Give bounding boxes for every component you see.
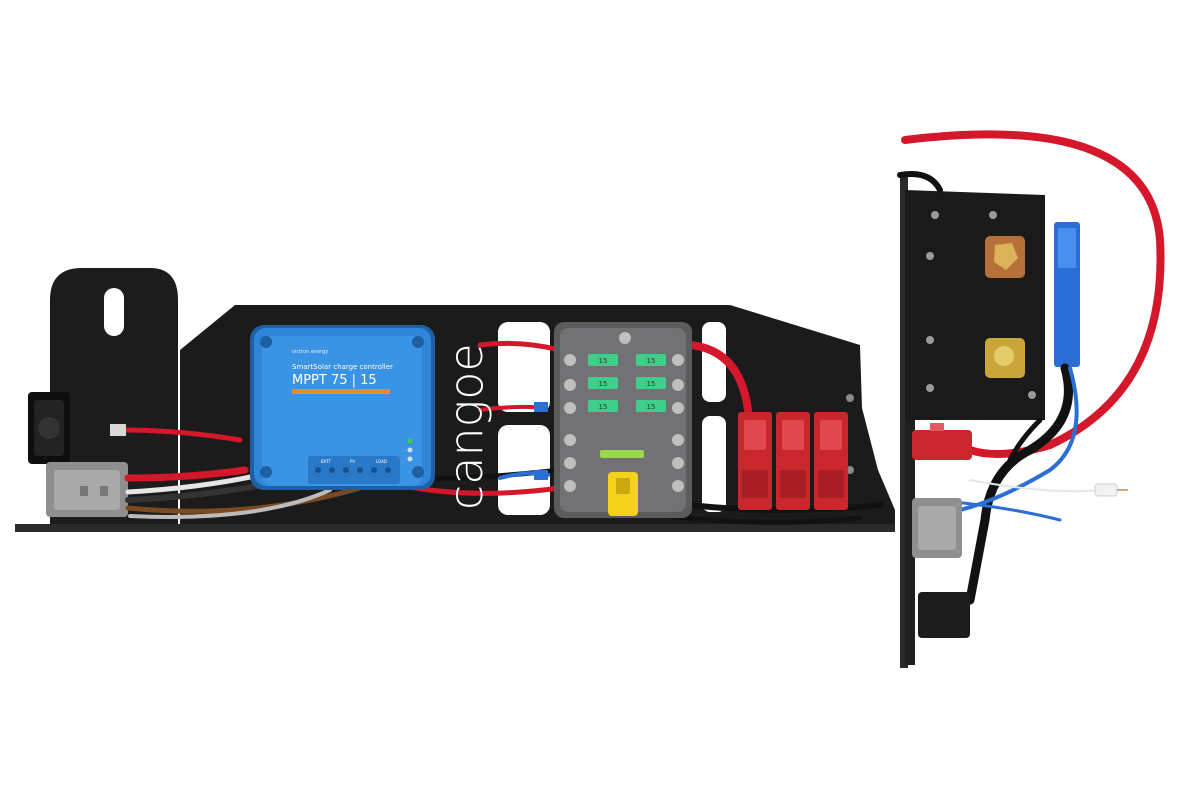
plate-cutout bbox=[498, 322, 550, 412]
controller-model: MPPT 75 | 15 bbox=[292, 373, 377, 388]
fuse-rating-label: 15 bbox=[647, 357, 656, 365]
controller-orange-stripe bbox=[292, 389, 390, 394]
black-switch bbox=[918, 592, 970, 638]
charge-controller: victron energy SmartSolar charge control… bbox=[250, 325, 435, 490]
fuse bbox=[636, 354, 666, 366]
relay-cap bbox=[820, 420, 842, 450]
side-unit bbox=[897, 130, 1165, 668]
fuse-rating-label: 15 bbox=[647, 380, 656, 388]
status-led bbox=[407, 438, 413, 444]
anderson-connector-grey bbox=[46, 462, 128, 517]
fuse bbox=[588, 400, 618, 412]
fuse-rating-label: 15 bbox=[599, 380, 608, 388]
fuse-rating-label: 15 bbox=[599, 403, 608, 411]
controller-product-name: SmartSolar charge controller bbox=[292, 363, 393, 371]
status-led bbox=[407, 456, 413, 462]
status-led bbox=[407, 447, 413, 453]
plate-screw bbox=[846, 394, 854, 402]
fuse-rating-label: 15 bbox=[599, 357, 608, 365]
fuse bbox=[588, 377, 618, 389]
relay-cap bbox=[744, 420, 766, 450]
red-fuse-holder bbox=[912, 430, 972, 460]
plate-bottom-lip bbox=[15, 524, 895, 532]
fuse bbox=[636, 377, 666, 389]
relay-base bbox=[818, 470, 844, 498]
fuse bbox=[636, 400, 666, 412]
terminal-label-batt: BATT bbox=[321, 459, 332, 464]
controller-maker: victron energy bbox=[292, 349, 328, 355]
relay-cap bbox=[782, 420, 804, 450]
brand-logo: cangoe bbox=[439, 343, 493, 510]
relay-base bbox=[742, 470, 768, 498]
terminal-label-load: LOAD bbox=[376, 459, 387, 464]
fuse-indicator-strip bbox=[600, 450, 644, 458]
fuse-rating-label: 15 bbox=[647, 403, 656, 411]
plate-cutout bbox=[702, 416, 726, 512]
terminal-label-pv: PV bbox=[350, 459, 355, 464]
fuse bbox=[588, 354, 618, 366]
relays bbox=[738, 412, 848, 510]
fuse-block: 15 15 15 15 15 15 bbox=[554, 322, 692, 518]
relay-base bbox=[780, 470, 806, 498]
white-plug bbox=[1094, 483, 1118, 497]
plate-cutout bbox=[702, 322, 726, 402]
usb-socket bbox=[28, 392, 70, 464]
plate-wiring bbox=[110, 340, 883, 525]
bracket-slot bbox=[104, 288, 124, 336]
controller-terminal-block bbox=[308, 456, 400, 484]
